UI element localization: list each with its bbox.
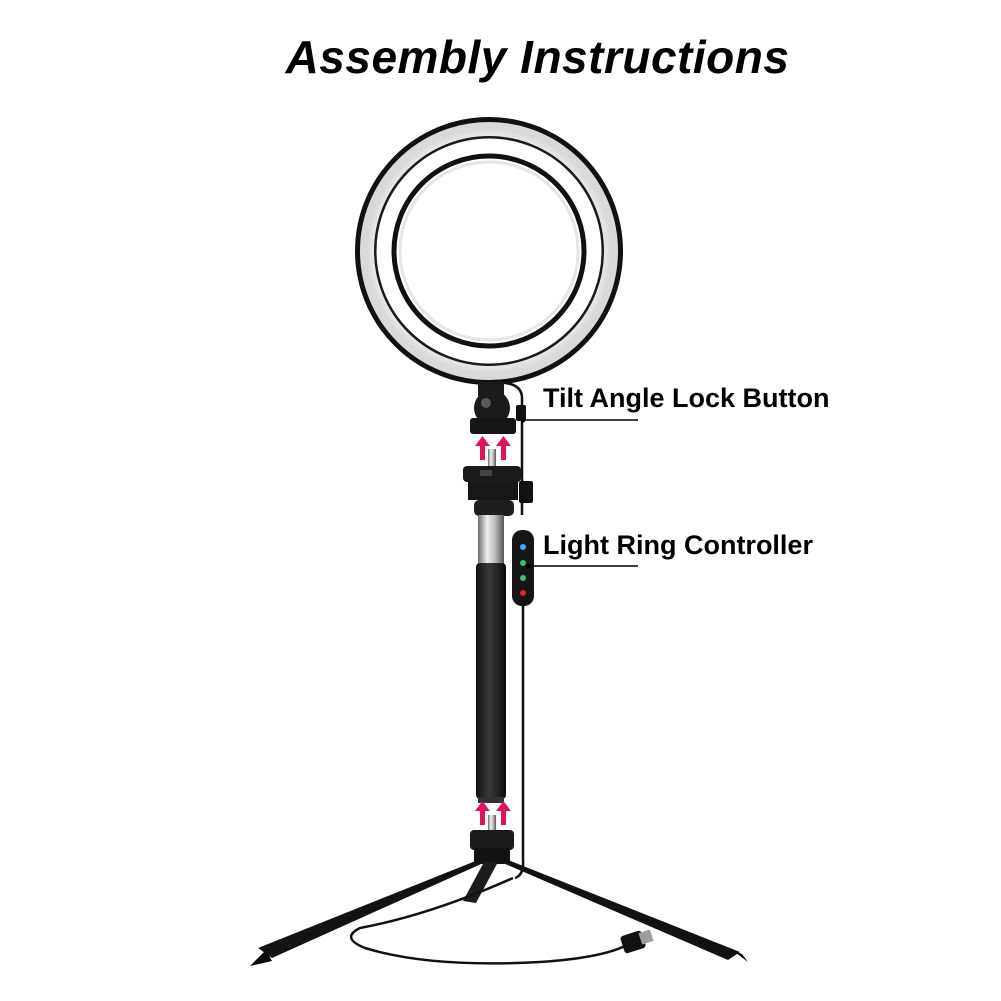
usb-plug-icon	[620, 929, 654, 954]
inline-controller-icon	[512, 530, 534, 606]
ring-light-icon	[355, 117, 623, 385]
mount-adapter-icon	[463, 449, 533, 516]
controller-label: Light Ring Controller	[543, 530, 813, 560]
tilt-lock-label: Tilt Angle Lock Button	[543, 383, 830, 413]
up-arrow-icon	[475, 436, 511, 460]
page-title: Assembly Instructions	[285, 31, 790, 83]
ball-head-icon	[470, 382, 526, 434]
extension-pole-icon	[476, 515, 506, 803]
tripod-icon	[250, 815, 748, 966]
up-arrow-icon	[475, 801, 511, 825]
